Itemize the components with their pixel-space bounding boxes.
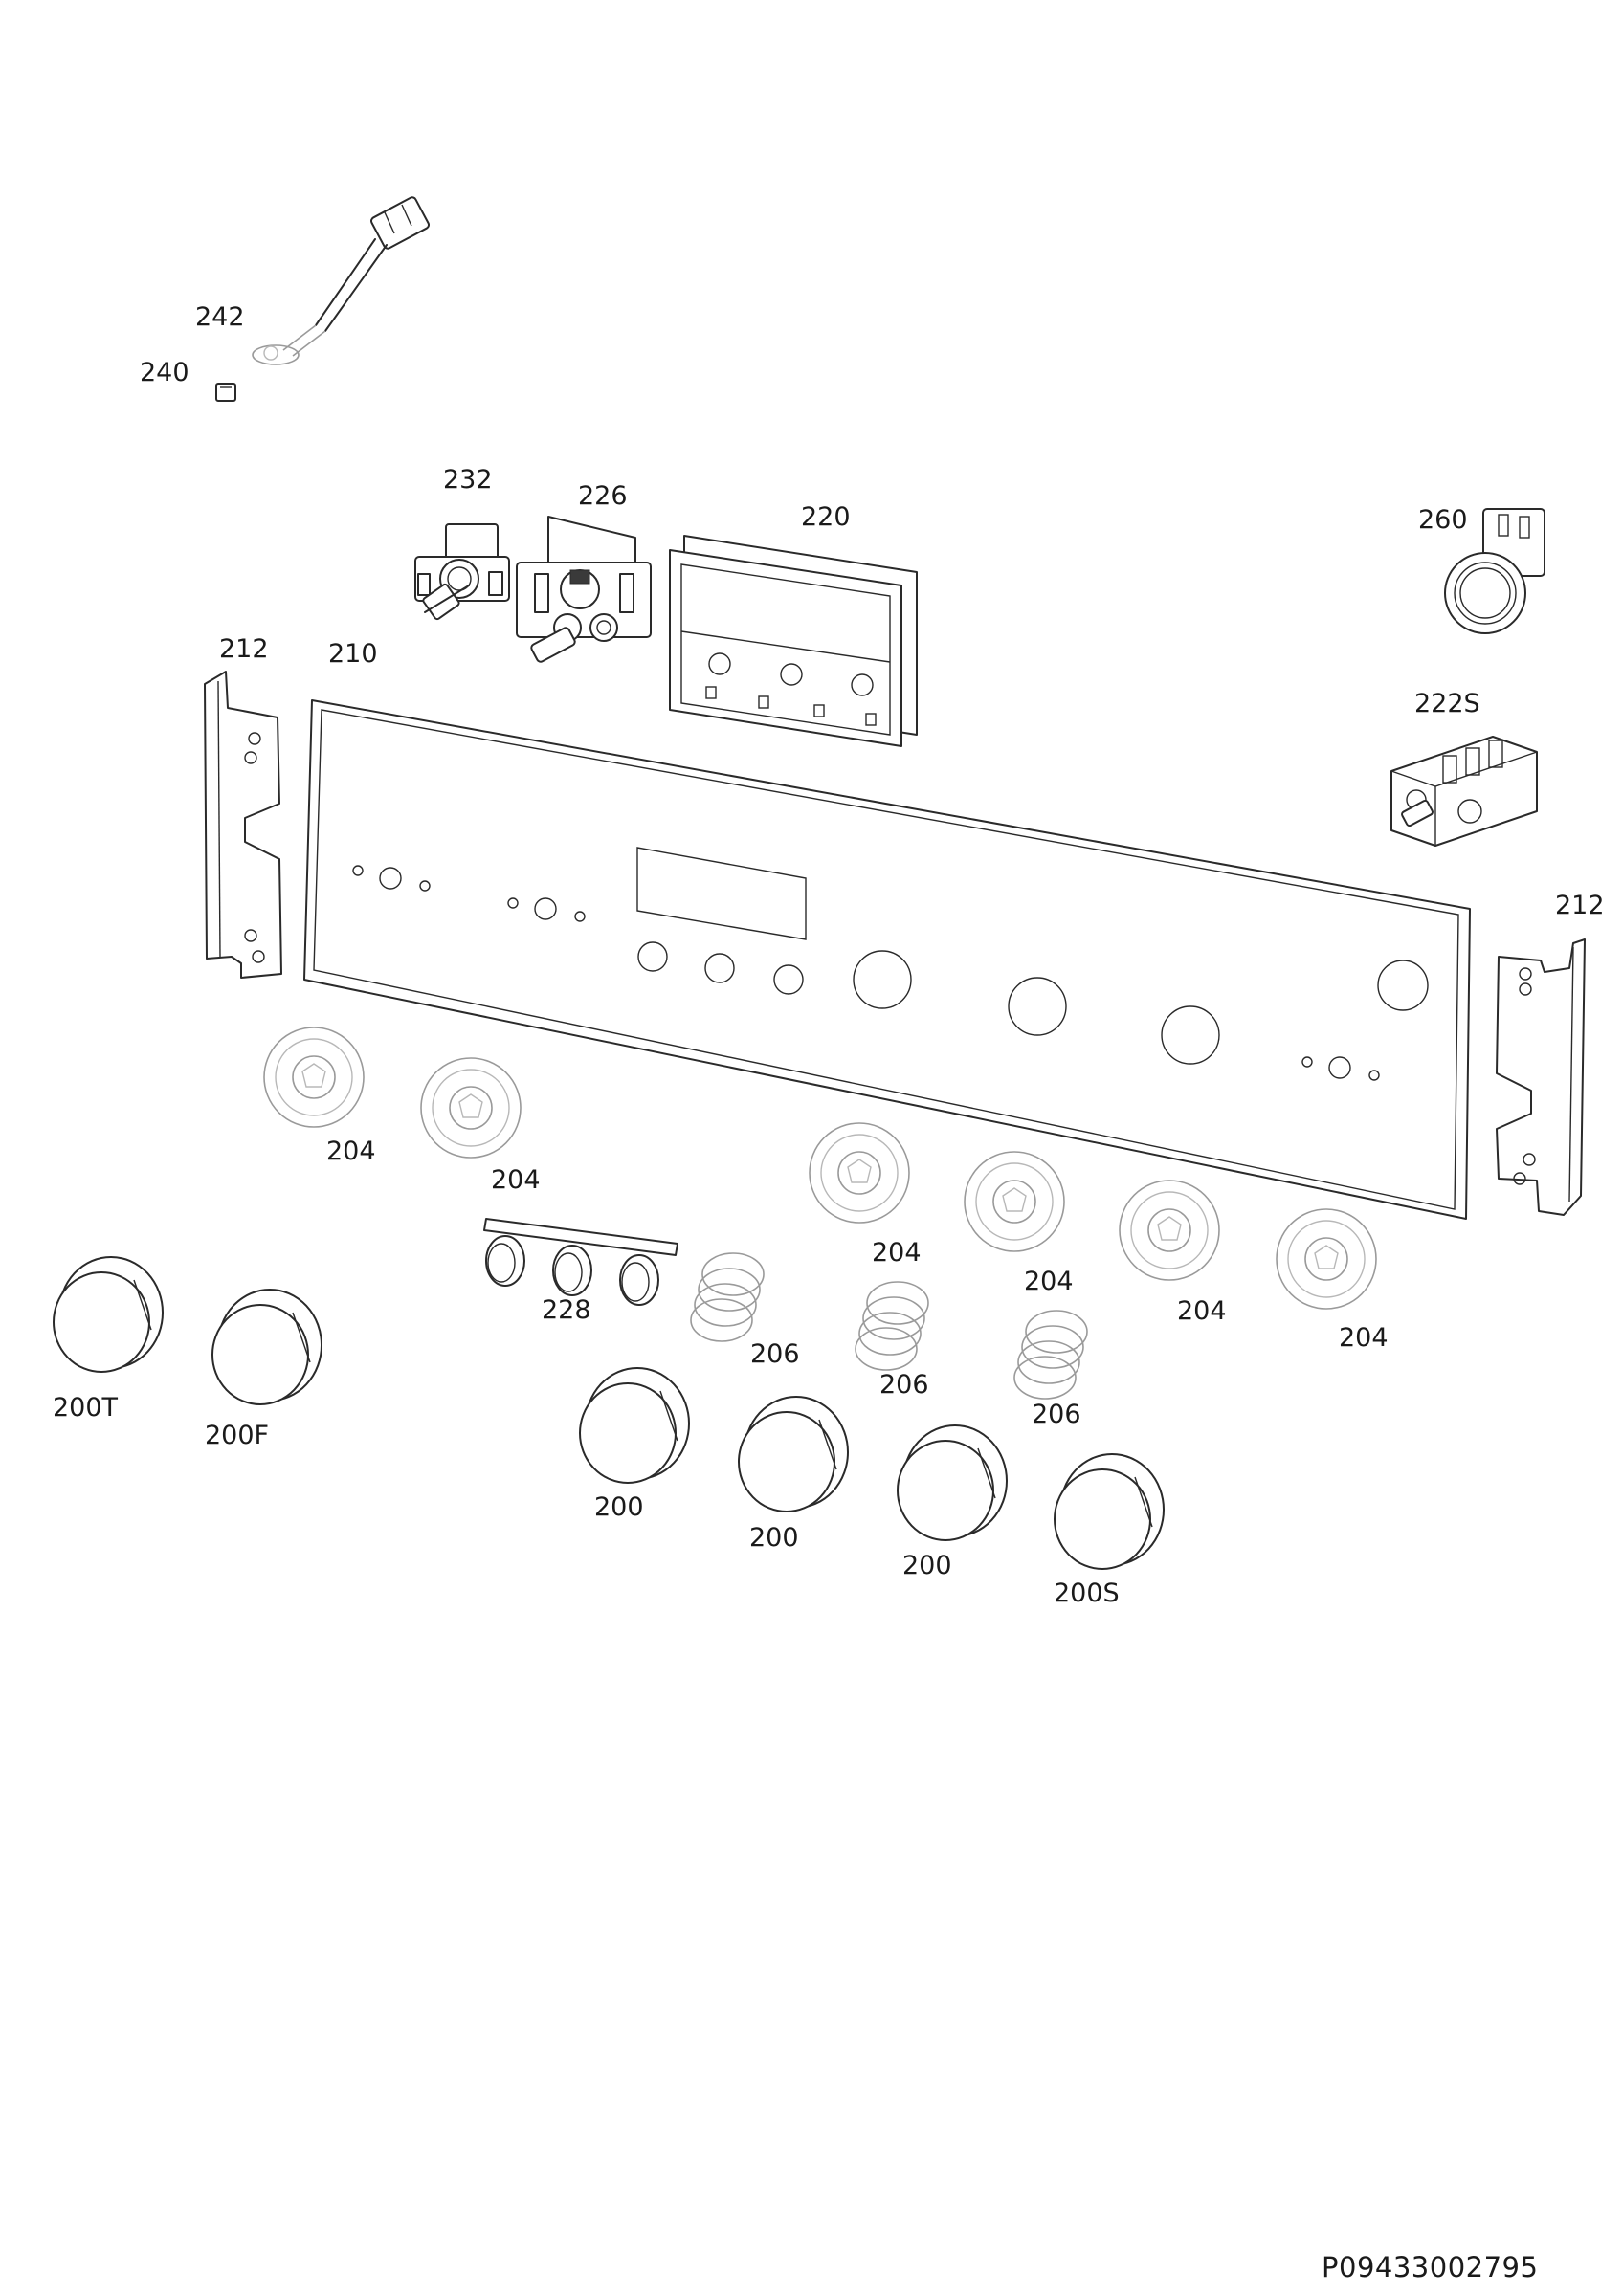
- part-206-spring-b: [855, 1281, 929, 1371]
- part-204-bezel-a: [263, 1027, 365, 1128]
- part-232-switch: [414, 523, 510, 621]
- label-200s: 200S: [1054, 1578, 1120, 1608]
- part-200-knob-c: [897, 1424, 1008, 1541]
- label-226: 226: [578, 481, 628, 511]
- label-206-c: 206: [1032, 1400, 1081, 1429]
- part-200s-knob: [1054, 1453, 1165, 1570]
- part-228-button-strip: [483, 1218, 678, 1306]
- label-210: 210: [328, 639, 378, 669]
- part-204-bezel-c: [809, 1122, 910, 1224]
- part-240-clip: [215, 383, 236, 402]
- part-242-wire-harness: [252, 196, 430, 365]
- part-200-knob-a: [579, 1367, 690, 1484]
- label-204-a: 204: [326, 1137, 376, 1166]
- label-204-d: 204: [1024, 1267, 1074, 1296]
- part-204-bezel-f: [1276, 1208, 1377, 1310]
- label-228: 228: [542, 1295, 591, 1325]
- part-212-left-bracket: [204, 671, 282, 979]
- label-206-b: 206: [879, 1370, 929, 1400]
- label-200t: 200T: [53, 1393, 119, 1423]
- part-260-push-button: [1444, 508, 1545, 634]
- label-204-f: 204: [1339, 1323, 1389, 1353]
- part-206-spring-c: [1013, 1310, 1088, 1400]
- label-204-c: 204: [872, 1238, 922, 1268]
- part-204-bezel-d: [964, 1151, 1065, 1252]
- part-226-switch: [516, 516, 652, 663]
- label-204-e: 204: [1177, 1296, 1227, 1326]
- label-222s: 222S: [1414, 689, 1480, 718]
- part-200f-knob: [211, 1289, 322, 1405]
- part-204-bezel-e: [1119, 1180, 1220, 1281]
- part-220-display-housing: [669, 535, 918, 747]
- label-260: 260: [1418, 505, 1468, 535]
- label-242: 242: [195, 302, 245, 332]
- label-240: 240: [140, 358, 189, 387]
- part-222s-selector-switch: [1390, 736, 1538, 847]
- label-200f: 200F: [205, 1421, 270, 1450]
- part-200t-knob: [53, 1256, 164, 1373]
- part-210-control-panel: [303, 699, 1471, 1220]
- label-232: 232: [443, 465, 493, 495]
- document-number: P09433002795: [1322, 2251, 1539, 2284]
- label-206-a: 206: [750, 1339, 800, 1369]
- label-212-right: 212: [1555, 891, 1605, 920]
- label-200-b: 200: [749, 1523, 799, 1553]
- label-200-c: 200: [902, 1551, 952, 1580]
- part-206-spring-a: [690, 1252, 765, 1342]
- part-200-knob-b: [738, 1396, 849, 1512]
- label-200-a: 200: [594, 1492, 644, 1522]
- label-204-b: 204: [491, 1165, 541, 1195]
- label-212-left: 212: [219, 634, 269, 664]
- part-212-right-bracket: [1496, 938, 1586, 1216]
- part-204-bezel-b: [420, 1057, 522, 1159]
- label-220: 220: [801, 502, 851, 532]
